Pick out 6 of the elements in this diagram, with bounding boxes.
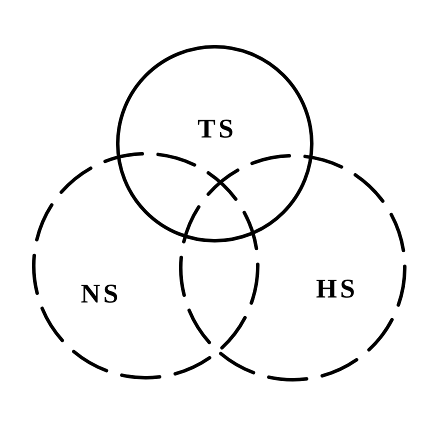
set-label: NS — [80, 280, 122, 308]
set-label: HS — [316, 276, 358, 302]
set-circle — [179, 154, 407, 382]
set-circle — [32, 152, 260, 380]
set-circle — [116, 45, 314, 243]
set-label: TS — [197, 116, 237, 142]
